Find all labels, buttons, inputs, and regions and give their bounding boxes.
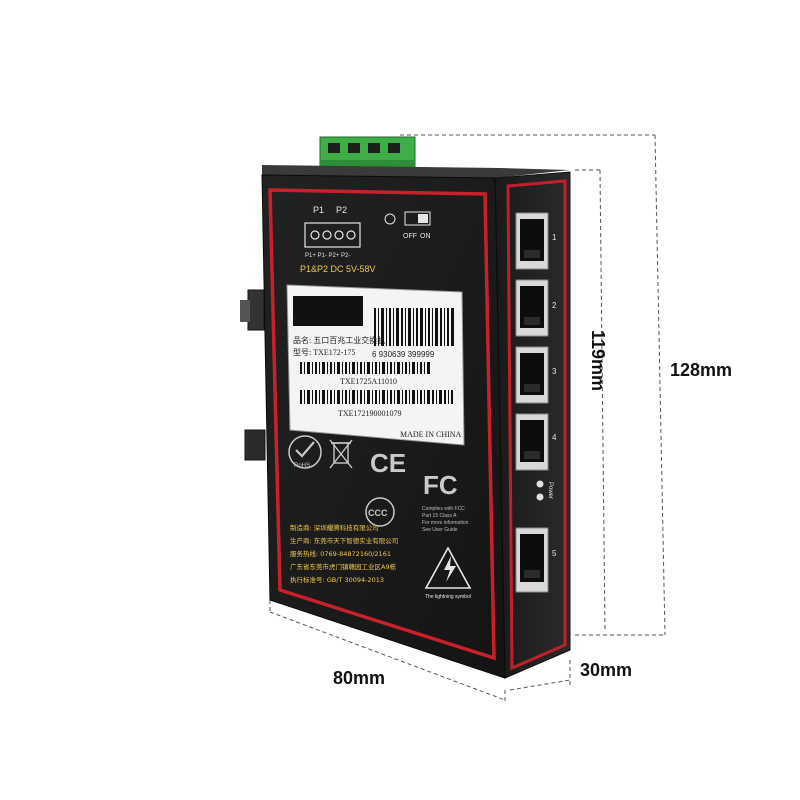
manufacturer-info: 制造商: 深圳耀腾科技有限公司 生产商: 东莞市天下智德实业有限公司 服务热线:…	[290, 523, 398, 584]
alarm-switch: OFF ON	[384, 211, 431, 240]
barcode-main	[374, 308, 454, 346]
rj45-port-1	[515, 212, 549, 270]
barcode-number: 6 930639 399999	[372, 350, 435, 359]
mfr-line-3: 服务热线: 0769-84872160/2161	[290, 549, 391, 558]
width-dimension: 80mm	[333, 668, 386, 688]
link-led-icon	[536, 493, 544, 501]
height-outer-dimension: 128mm	[670, 360, 733, 380]
fcc-icon: FC	[423, 470, 458, 500]
fcc-note-1: Complies with FCC	[422, 506, 465, 512]
switch-off-label: OFF	[403, 233, 417, 240]
port-label-5: 5	[552, 549, 557, 558]
switch-on-label: ON	[420, 233, 431, 240]
mfr-line-1: 制造商: 深圳耀腾科技有限公司	[290, 523, 379, 532]
warning-caption: The lightning symbol	[425, 594, 471, 600]
ccc-text: CCC	[368, 508, 388, 518]
barcode-serial-2	[300, 390, 453, 404]
mfr-line-5: 执行标准号: GB/T 30094-2013	[290, 575, 384, 584]
power-diagram: P1 P2 P1+ P1- P2+ P2- P1&P2 DC 5V-58V	[300, 205, 376, 274]
ce-text: CE	[370, 448, 406, 478]
fcc-note-3: For more information	[422, 520, 469, 526]
rohs-icon: RoHS	[288, 435, 322, 469]
rj45-ports: 1 2 3 4 5 Power	[515, 212, 557, 593]
port-label-3: 3	[552, 367, 557, 376]
mfr-line-4: 广东省东莞市虎门镇赣园工业区A9栋	[290, 562, 397, 571]
rj45-port-2	[515, 279, 549, 337]
serial-1: TXE1725A11010	[340, 377, 397, 386]
lightning-warning-icon: The lightning symbol	[424, 546, 472, 600]
port-label-2: 2	[552, 301, 557, 310]
ccc-icon: CCC	[365, 497, 395, 527]
power-led-label: Power	[547, 482, 553, 499]
mfr-line-2: 生产商: 东莞市天下智德实业有限公司	[290, 536, 398, 545]
rj45-port-4	[515, 413, 549, 471]
port-label-1: 1	[552, 233, 557, 242]
label-product-name: 品名: 五口百兆工业交换机	[293, 335, 385, 345]
din-rail-clip	[240, 289, 266, 461]
product-label-sticker: 品名: 五口百兆工业交换机 型号: TXE172-175 6 930639 39…	[286, 284, 465, 446]
p1-label: P1	[313, 205, 324, 215]
fcc-note-4: See User Guide	[422, 527, 458, 533]
certification-marks: RoHS CE FC CCC Complies with FCC Part 15…	[288, 435, 469, 533]
dimension-lines	[269, 134, 666, 702]
front-red-border	[268, 188, 496, 661]
serial-2: TXE172190001079	[338, 409, 402, 418]
rj45-port-5	[515, 527, 549, 593]
port-label-4: 4	[552, 433, 557, 442]
weee-bin-icon	[329, 439, 353, 469]
depth-dimension: 30mm	[580, 660, 633, 680]
power-spec: P1&P2 DC 5V-58V	[300, 264, 376, 274]
ce-icon: CE	[370, 448, 406, 478]
rj45-port-3	[515, 346, 549, 404]
label-model: 型号: TXE172-175	[293, 348, 355, 357]
p2-label: P2	[336, 205, 347, 215]
top-face	[262, 165, 570, 178]
rohs-text: RoHS	[294, 463, 310, 469]
fcc-text: FC	[423, 470, 458, 500]
fcc-note-2: Part 15 Class A	[422, 513, 457, 519]
terminal-labels: P1+ P1- P2+ P2-	[305, 253, 350, 259]
power-led-icon	[536, 480, 544, 488]
height-inner-dimension: 119mm	[588, 330, 608, 392]
made-in-china: MADE IN CHINA	[400, 430, 462, 439]
label-black-block	[293, 296, 363, 326]
barcode-serial-1	[300, 362, 430, 374]
